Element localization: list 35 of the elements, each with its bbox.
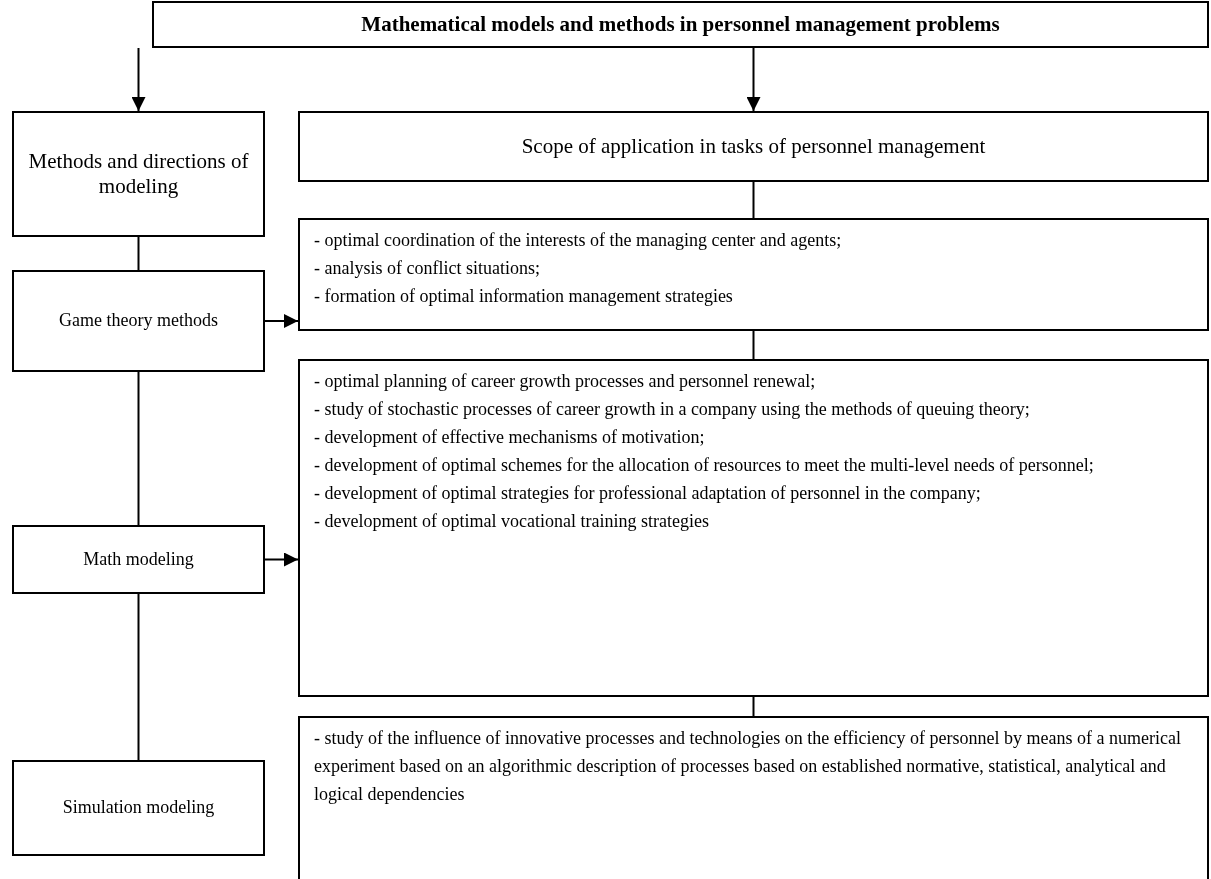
arrow <box>264 552 299 567</box>
process-box <box>12 270 265 372</box>
connector-line <box>137 236 140 271</box>
bullet-text: - analysis of conflict situations; <box>314 257 541 280</box>
bullet-text: - formation of optimal information management strategies <box>314 285 734 308</box>
bullet-text: - development of optimal vocational training strategies <box>314 510 710 533</box>
box-label: Methods and directions of modeling <box>27 148 250 200</box>
bullet-text: - development of effective mechanisms of motivation; <box>314 426 706 449</box>
bullet-text: - optimal coordination of the interests of the managing center and agents; <box>314 229 843 252</box>
bullet-text: - study of the influence of innovative processes and technologies on the efficiency of personnel by means of a numerical experiment based on an algorithmic description of processes based on established normative, statistical, analytical and logical dependencies <box>314 727 1182 806</box>
process-box <box>298 218 1209 331</box>
arrow <box>131 47 146 112</box>
process-box <box>298 716 1209 879</box>
connector-line <box>752 696 755 717</box>
connector-line <box>752 181 755 219</box>
box-label: Simulation modeling <box>62 797 215 819</box>
box-label: Math modeling <box>83 548 194 571</box>
bullet-text: - optimal planning of career growth processes and personnel renewal; <box>314 370 817 393</box>
connector-line <box>137 371 140 526</box>
process-box <box>152 1 1209 48</box>
process-box <box>12 525 265 594</box>
arrow <box>746 47 761 112</box>
box-label: Game theory methods <box>59 310 218 332</box>
bullet-text: - study of stochastic processes of career growth in a company using the methods of queuing theory; <box>314 398 1031 421</box>
connector-line <box>752 330 755 360</box>
process-box <box>298 359 1209 697</box>
process-box <box>298 111 1209 182</box>
connector-line <box>137 593 140 761</box>
arrow <box>264 314 299 328</box>
box-label: Mathematical models and methods in personnel management problems <box>361 11 1000 38</box>
box-label: Scope of application in tasks of personnel management <box>521 133 986 160</box>
bullet-text: - development of optimal strategies for professional adaptation of personnel in the company; <box>314 482 982 505</box>
process-box <box>12 111 265 237</box>
process-box <box>12 760 265 856</box>
bullet-text: - development of optimal schemes for the allocation of resources to meet the multi-level needs of personnel; <box>314 454 1095 477</box>
